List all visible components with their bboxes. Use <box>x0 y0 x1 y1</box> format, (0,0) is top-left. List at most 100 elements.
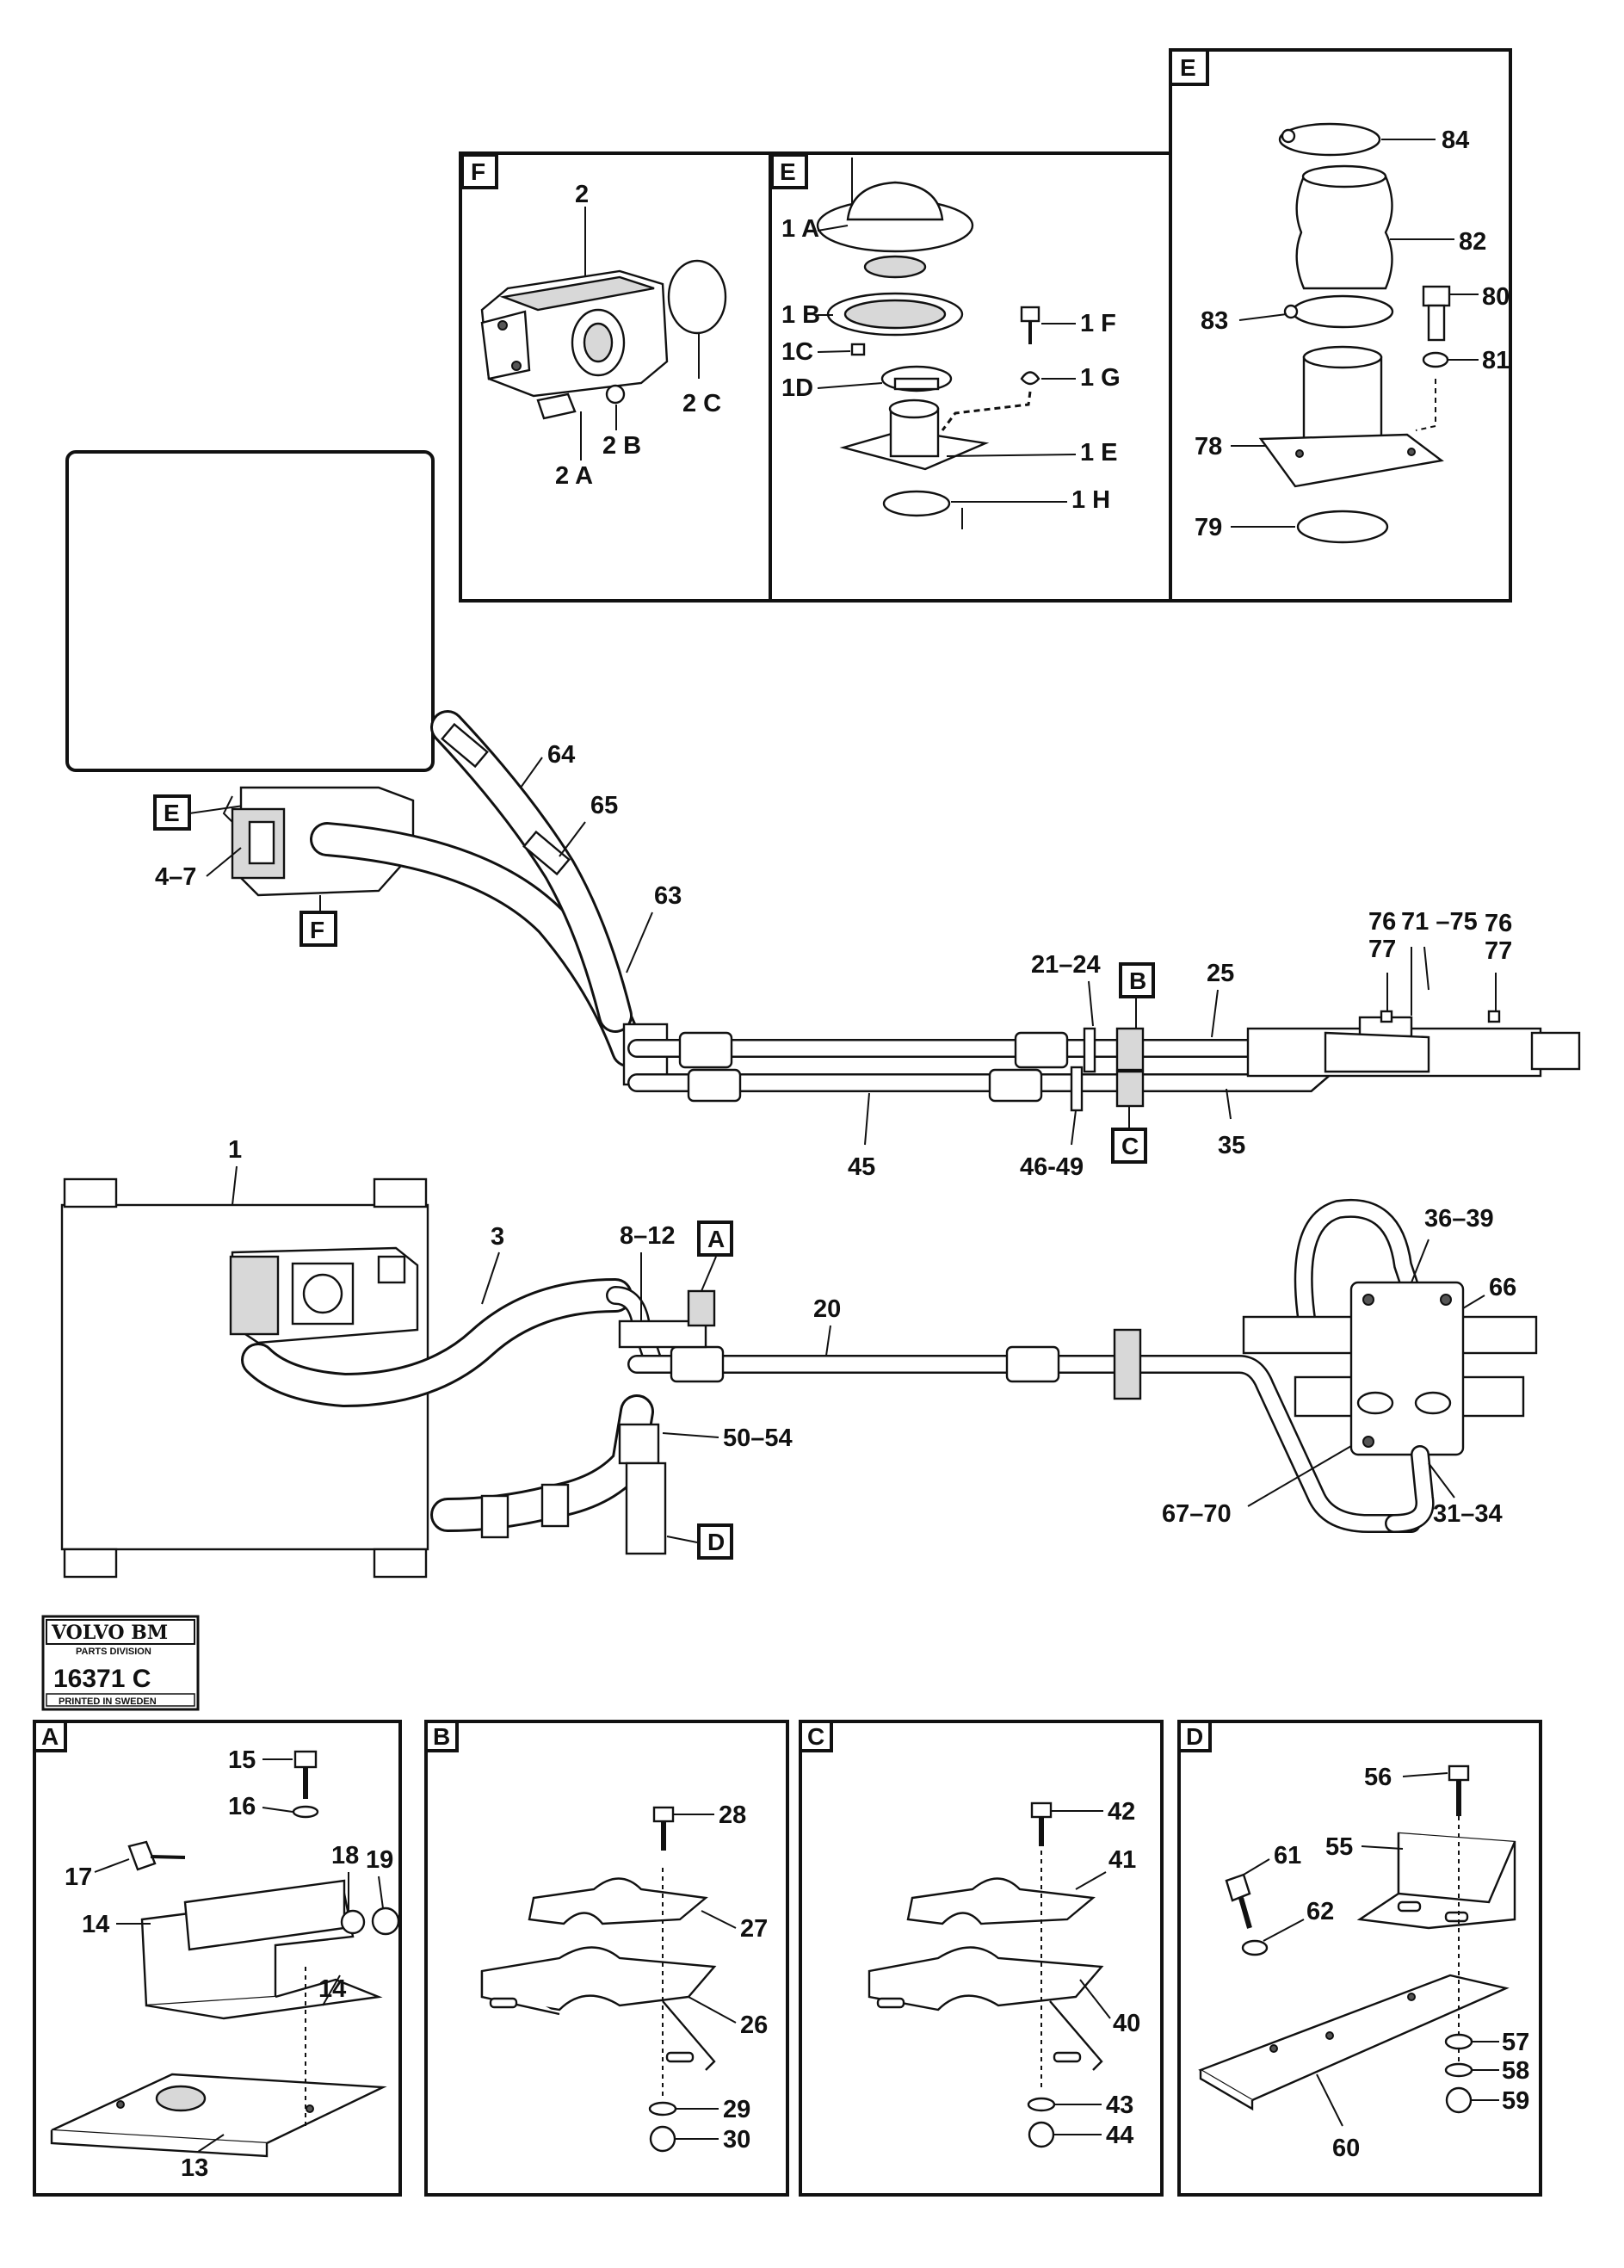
leader <box>1088 980 1094 1027</box>
flange-hole <box>1407 448 1416 456</box>
slot <box>1444 1911 1469 1923</box>
callout-46-49: 46-49 <box>1020 1153 1084 1181</box>
tag-frame-b <box>424 1720 459 1752</box>
suction-tube-top <box>1302 345 1383 369</box>
valve-bolt <box>1362 1436 1374 1448</box>
bolt-17-head <box>127 1840 157 1871</box>
leader <box>1411 1239 1429 1283</box>
hose-clamp-83 <box>1291 294 1394 329</box>
pump-port-upper <box>248 820 275 865</box>
leader <box>559 821 586 857</box>
callout-78: 78 <box>1195 433 1222 460</box>
bolt-15-head <box>293 1750 318 1769</box>
callout-31-34: 31–34 <box>1433 1500 1503 1528</box>
clamp-26-tail <box>662 2000 716 2071</box>
pipe-fitting <box>1014 1031 1069 1069</box>
callout-82: 82 <box>1459 228 1486 256</box>
volvo-bm-stamp: VOLVO BM PARTS DIVISION 16371 C PRINTED … <box>41 1615 200 1711</box>
valve-plug-76-77 <box>1380 1010 1393 1023</box>
drawing-number: 16371 C <box>53 1665 151 1693</box>
filler-cap-neck <box>863 255 927 279</box>
bolt-56-head <box>1448 1764 1470 1782</box>
clamp-41 <box>906 1877 1096 1925</box>
detail-d-bracket: 56 55 61 62 57 58 59 60 <box>1198 1764 1529 2162</box>
callout-61: 61 <box>1274 1842 1301 1869</box>
tag-frame-a-main <box>697 1221 733 1257</box>
callout-84: 84 <box>1442 127 1469 154</box>
leader <box>1226 1088 1232 1120</box>
hose-3-inner <box>244 1281 630 1406</box>
callout-41: 41 <box>1108 1846 1136 1874</box>
callout-65: 65 <box>590 792 618 819</box>
callout-1b: 1 B <box>781 301 820 329</box>
leader <box>817 225 849 232</box>
leader <box>1211 989 1219 1038</box>
clamp-27 <box>528 1877 708 1925</box>
callout-30: 30 <box>723 2126 750 2154</box>
clamp-50-54 <box>618 1423 660 1465</box>
callout-1g: 1 G <box>1080 364 1121 392</box>
leader <box>1423 946 1429 991</box>
callout-14b: 14 <box>318 1975 346 2003</box>
bracket-14-base <box>145 1978 383 2020</box>
callout-44: 44 <box>1106 2122 1133 2149</box>
detail-b-clamp: 28 27 26 29 30 <box>480 1801 768 2154</box>
valve-plug-76-77b <box>1487 1010 1501 1023</box>
callout-66: 66 <box>1489 1274 1516 1301</box>
valve-bolt <box>1440 1294 1452 1306</box>
washer-29 <box>648 2101 677 2117</box>
plate-13-edge <box>50 2130 269 2158</box>
stamp-brand-bar <box>46 1619 195 1645</box>
tag-frame-e-small <box>770 153 808 189</box>
bracket-b <box>1115 1027 1145 1072</box>
callout-16: 16 <box>228 1793 256 1820</box>
leader <box>1075 1871 1107 1890</box>
clamp-26 <box>480 1946 717 2012</box>
valve-port <box>1414 1391 1452 1415</box>
callout-29: 29 <box>723 2096 750 2123</box>
plate-13-bolt <box>116 2100 125 2109</box>
leader <box>197 2134 225 2153</box>
tank-foot <box>63 1548 118 1579</box>
tag-c: C <box>807 1723 824 1750</box>
bolt-dash <box>1415 379 1436 431</box>
tank-foot <box>63 1177 118 1208</box>
tag-e-large: E <box>1180 54 1196 81</box>
leader <box>1247 1445 1352 1507</box>
leader <box>232 1165 238 1206</box>
callout-36-39: 36–39 <box>1424 1205 1494 1233</box>
leader <box>322 1974 341 2006</box>
hose-clamp-64 <box>441 722 489 769</box>
leader <box>1316 2073 1343 2127</box>
callout-3: 3 <box>491 1223 504 1251</box>
tag-frame-f-main <box>299 911 337 947</box>
tag-frame-a <box>33 1720 67 1752</box>
callout-18: 18 <box>331 1842 359 1869</box>
clamp-40 <box>868 1946 1104 2012</box>
leader <box>378 1876 384 1909</box>
leader <box>817 382 883 389</box>
clamp-bracket <box>1113 1328 1142 1400</box>
bottom-panels: A B C D <box>33 1720 1542 2197</box>
hose-clamp <box>480 1494 509 1539</box>
detail-f-pump: 2 2 A 2 B 2 C <box>480 181 727 490</box>
tag-e-small: E <box>780 158 796 185</box>
pipe-20-inner <box>629 1356 1419 1531</box>
bolt-28-head <box>652 1806 675 1823</box>
callout-27: 27 <box>740 1915 768 1943</box>
tag-a: A <box>41 1723 59 1750</box>
pipe-fitting <box>670 1345 725 1383</box>
washer-16 <box>292 1805 319 1819</box>
brand-name: VOLVO BM <box>51 1622 168 1644</box>
flange-hole <box>1295 449 1304 458</box>
pipe-return-loop-inner <box>1386 1447 1433 1531</box>
callout-35: 35 <box>1218 1132 1245 1159</box>
tag-d-main: D <box>707 1529 725 1555</box>
filler-clip-1g <box>1020 371 1040 386</box>
tag-frame-d <box>1177 1720 1212 1752</box>
pipe-fitting <box>1005 1345 1060 1383</box>
callout-2: 2 <box>575 181 589 208</box>
tag-b-main: B <box>1129 967 1146 994</box>
filler-ring-band <box>893 377 940 391</box>
